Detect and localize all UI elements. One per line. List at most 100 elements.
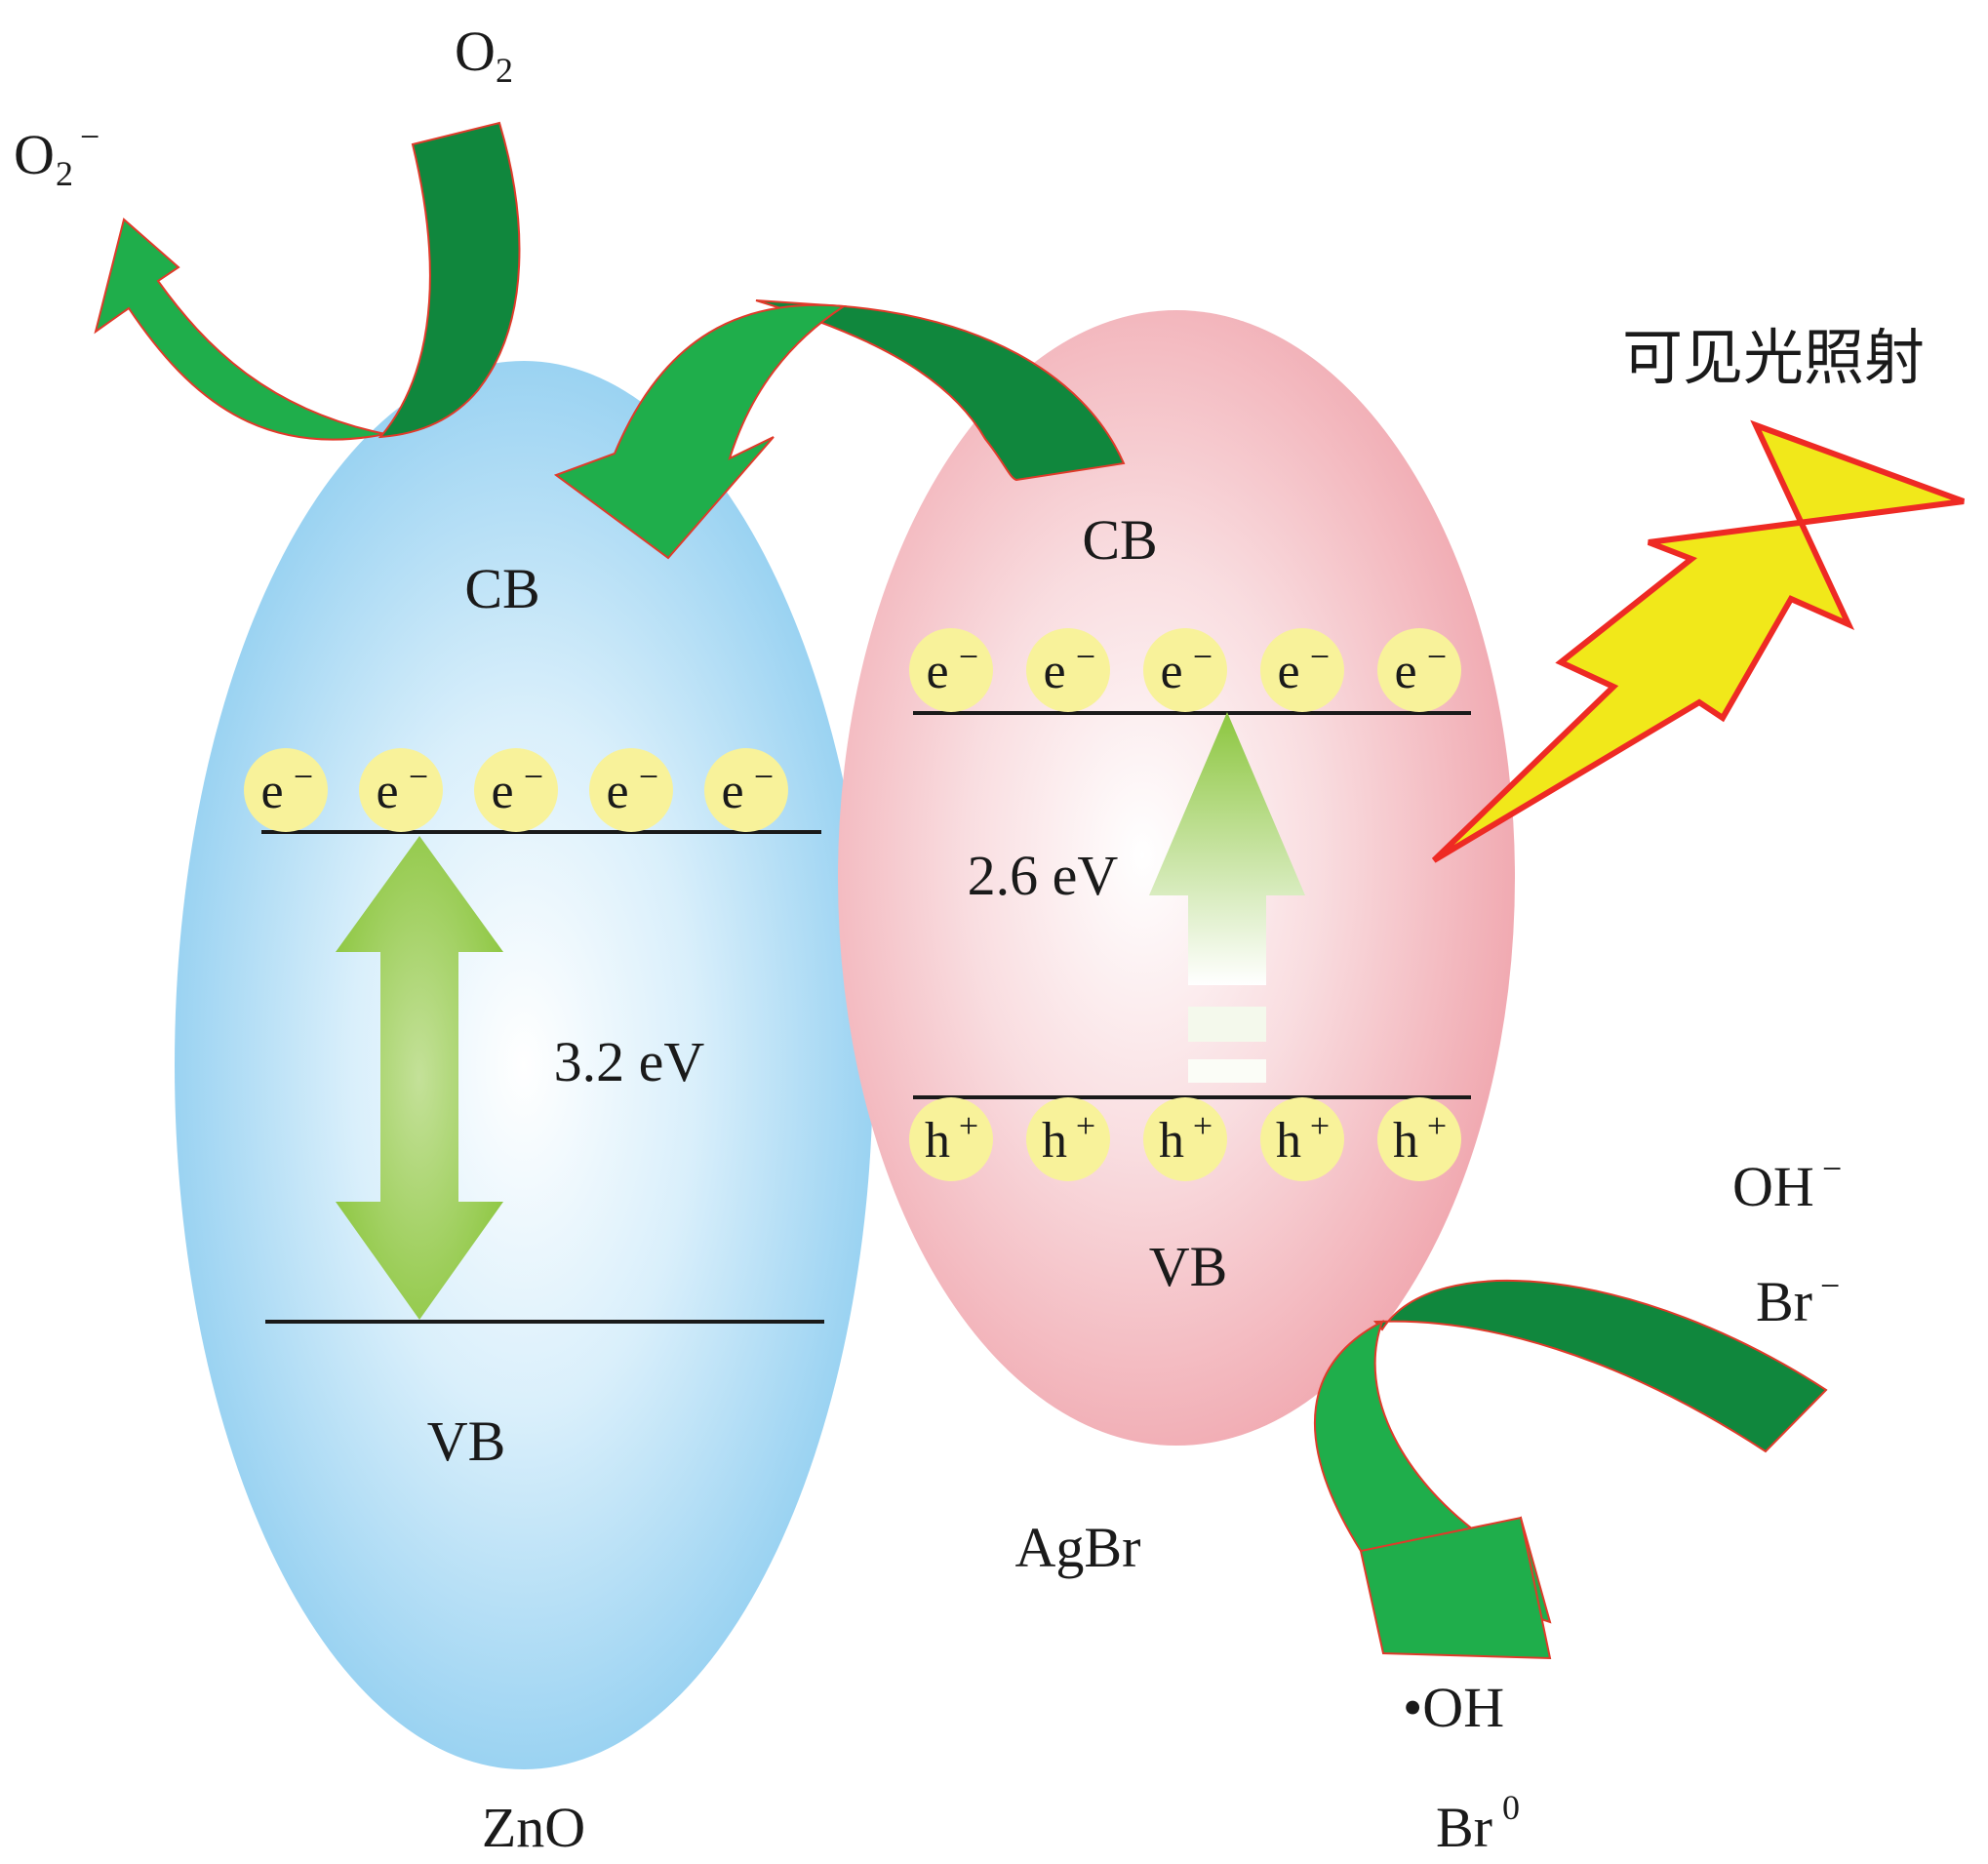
electron-circle (1026, 628, 1110, 712)
electron-circle (474, 748, 558, 832)
hole-charge: + (1310, 1106, 1330, 1145)
curved-arrow-icon (1372, 1280, 1828, 1453)
electron: e− (1377, 628, 1461, 712)
electron-label: e (606, 764, 628, 819)
agbr-electron-row: e−e−e−e−e− (909, 628, 1461, 712)
zno-gap-label: 3.2 eV (554, 1030, 705, 1093)
br-minus-label: Br − (1756, 1266, 1840, 1333)
electron-circle (909, 628, 993, 712)
zno-vb-label: VB (427, 1409, 506, 1473)
electron-circle (1143, 628, 1227, 712)
hole-circle (909, 1097, 993, 1181)
zno-particle (175, 361, 873, 1769)
oh-minus-label: OH − (1732, 1149, 1842, 1218)
curved-arrow-icon (94, 218, 386, 441)
zno-cb-label: CB (464, 557, 539, 620)
electron-charge: − (294, 757, 313, 796)
oh-radical-label: •OH (1403, 1676, 1504, 1739)
svg-text:2: 2 (496, 51, 513, 90)
hole-label: h (1393, 1113, 1418, 1169)
agbr-label: AgBr (1015, 1516, 1141, 1579)
double-arrow-icon (336, 836, 503, 1320)
svg-text:Br: Br (1436, 1796, 1492, 1859)
o2-label: O 2 (455, 20, 513, 90)
electron: e− (589, 748, 673, 832)
zno-electron-row: e−e−e−e−e− (244, 748, 788, 832)
electron-transfer-arrow (553, 299, 1126, 560)
electron-label: e (721, 764, 743, 819)
hole-label: h (1042, 1113, 1067, 1169)
hole: h+ (909, 1097, 993, 1181)
electron-label: e (376, 764, 398, 819)
lightning-bolt-icon (1431, 419, 1966, 863)
agbr-cb-label: CB (1082, 508, 1157, 572)
up-arrow-icon (1149, 712, 1305, 1083)
svg-text:−: − (80, 117, 99, 156)
svg-text:O: O (14, 123, 55, 186)
o2-minus-label: O 2 − (14, 117, 99, 193)
curved-arrow-icon (378, 121, 521, 439)
electron-circle (1260, 628, 1344, 712)
hole-oxidation-arrow (1313, 1280, 1828, 1660)
hole-label: h (1159, 1113, 1184, 1169)
hole-circle (1143, 1097, 1227, 1181)
electron-label: e (1277, 644, 1299, 699)
hole: h+ (1260, 1097, 1344, 1181)
br0-label: Br 0 (1436, 1788, 1520, 1859)
hole: h+ (1377, 1097, 1461, 1181)
hole-circle (1026, 1097, 1110, 1181)
hole-circle (1260, 1097, 1344, 1181)
hole-label: h (925, 1113, 950, 1169)
electron-charge: − (1310, 637, 1330, 676)
electron-label: e (260, 764, 283, 819)
hole-charge: + (1076, 1106, 1095, 1145)
svg-text:OH: OH (1732, 1155, 1814, 1218)
electron: e− (1026, 628, 1110, 712)
curved-arrow-icon (553, 303, 847, 560)
svg-text:Br: Br (1756, 1270, 1812, 1333)
electron: e− (704, 748, 788, 832)
electron: e− (1143, 628, 1227, 712)
svg-text:2: 2 (56, 154, 73, 193)
agbr-gap-label: 2.6 eV (968, 844, 1119, 907)
svg-text:O: O (455, 20, 496, 83)
o2-reduction-arrow (94, 121, 521, 441)
svg-text:−: − (1820, 1266, 1840, 1305)
electron-label: e (1394, 644, 1416, 699)
electron: e− (1260, 628, 1344, 712)
zno-label: ZnO (482, 1796, 585, 1859)
electron-label: e (1160, 644, 1182, 699)
electron-charge: − (409, 757, 428, 796)
electron-circle (244, 748, 328, 832)
electron-label: e (491, 764, 513, 819)
electron: e− (909, 628, 993, 712)
light-label: 可见光照射 (1622, 322, 1925, 393)
electron-circle (589, 748, 673, 832)
electron: e− (359, 748, 443, 832)
hole-charge: + (1193, 1106, 1213, 1145)
electron-charge: − (1193, 637, 1213, 676)
electron-label: e (1043, 644, 1065, 699)
electron-charge: − (639, 757, 658, 796)
electron-label: e (926, 644, 948, 699)
hole-charge: + (959, 1106, 978, 1145)
agbr-hole-row: h+h+h+h+h+ (909, 1097, 1461, 1181)
svg-text:−: − (1822, 1149, 1842, 1188)
hole: h+ (1143, 1097, 1227, 1181)
electron-circle (1377, 628, 1461, 712)
agbr-vb-label: VB (1149, 1235, 1228, 1298)
electron-charge: − (524, 757, 543, 796)
hole: h+ (1026, 1097, 1110, 1181)
hole-circle (1377, 1097, 1461, 1181)
electron: e− (244, 748, 328, 832)
electron-charge: − (754, 757, 774, 796)
electron-charge: − (959, 637, 978, 676)
electron-circle (359, 748, 443, 832)
hole-label: h (1276, 1113, 1301, 1169)
electron-circle (704, 748, 788, 832)
electron: e− (474, 748, 558, 832)
hole-charge: + (1427, 1106, 1447, 1145)
electron-charge: − (1076, 637, 1095, 676)
